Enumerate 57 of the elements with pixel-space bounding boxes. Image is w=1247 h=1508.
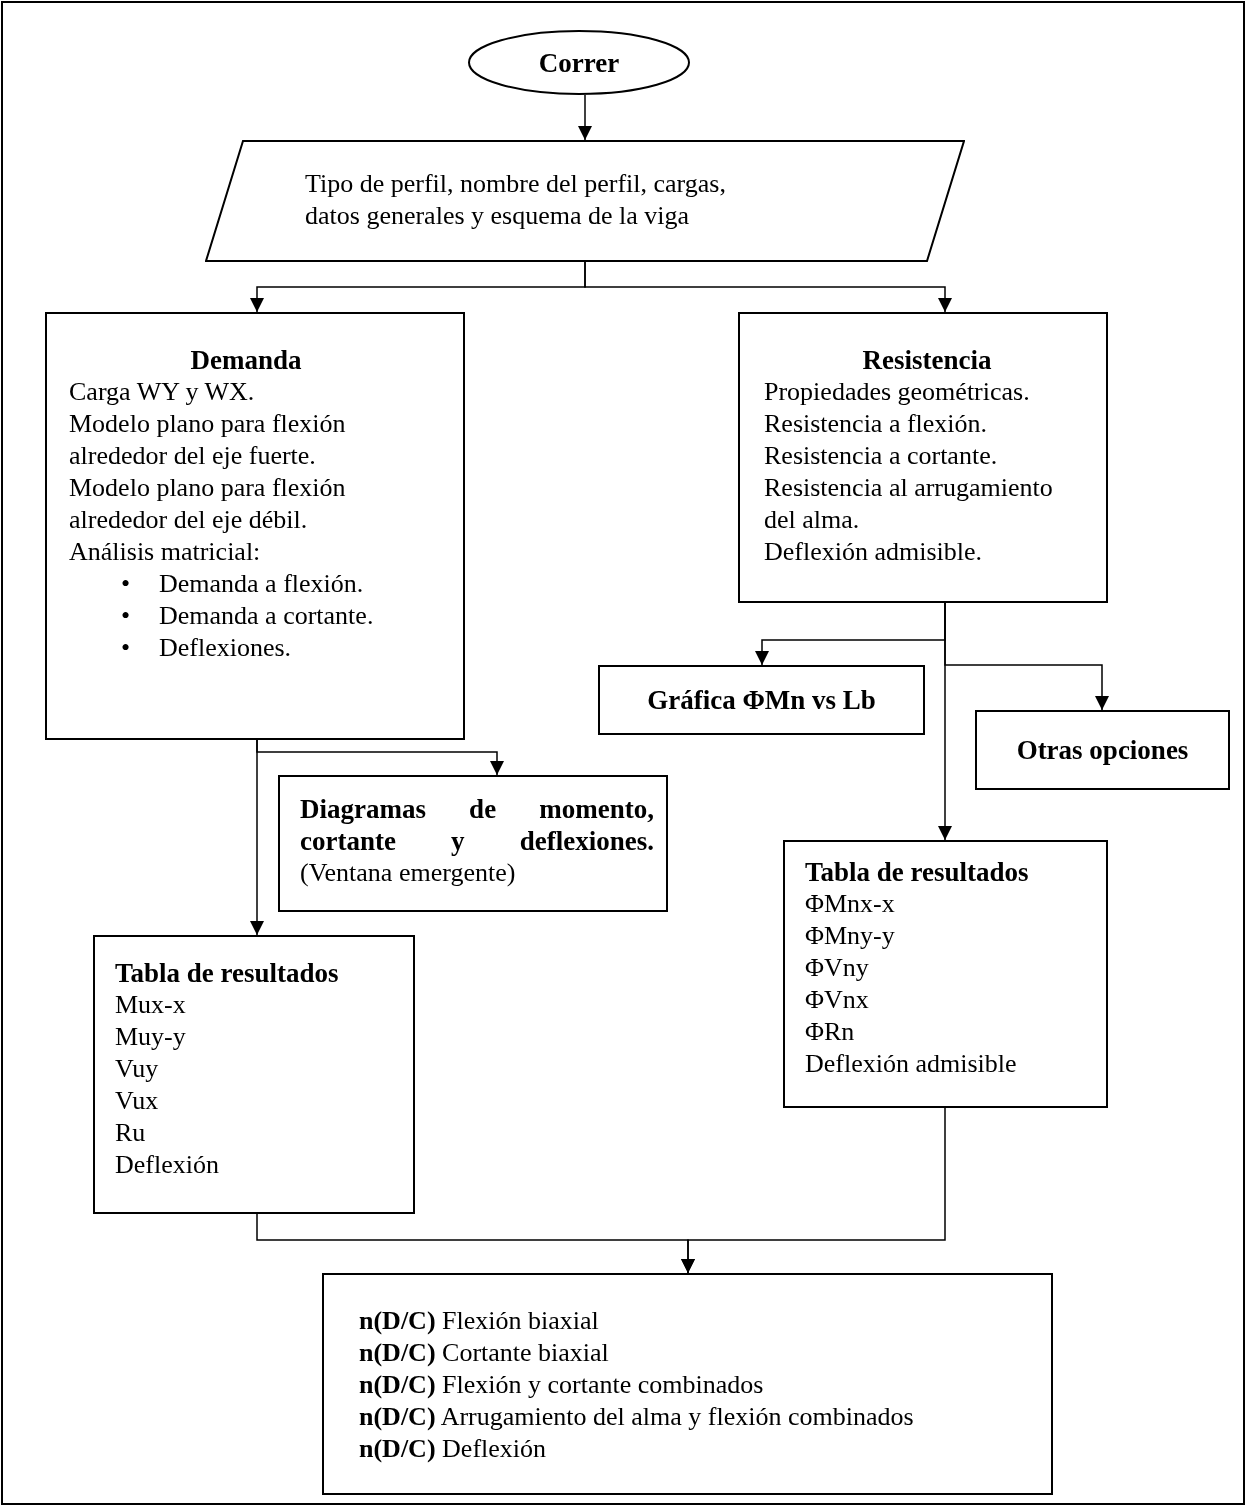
process-box [975,710,1230,790]
input-parallelogram [205,140,965,262]
bullet: • [121,568,132,600]
arrow [584,261,952,313]
box-text: Resistencia al arrugamiento del alma. [764,472,1054,536]
box-text: n(D/C) Deflexión [359,1433,548,1465]
arrow [250,739,264,936]
list-item: Deflexiones. [159,632,292,664]
box-text: Vux [115,1085,160,1117]
box-heading: Gráfica ΦMn vs Lb [647,684,876,716]
box-text: ΦVny [805,952,870,984]
terminal-ellipse [468,30,690,95]
bullet: • [121,600,132,632]
box-heading: Tabla de resultados [805,856,1030,888]
box-text: ΦVnx [805,984,870,1016]
box-text: Propiedades geométricas. [764,376,1031,408]
process-box [93,935,415,1214]
box-text: Ru [115,1117,147,1149]
box-heading: Demanda [189,344,303,376]
box-text: ΦMnx-x [805,888,896,920]
arrow [681,1107,946,1274]
box-text: Vuy [115,1053,160,1085]
box-text: Modelo plano para flexión alrededor del eje fuerte. [69,408,347,472]
box-heading: Otras opciones [1016,734,1189,766]
box-text: Resistencia a cortante. [764,440,999,472]
box-text: Análisis matricial: [69,536,262,568]
process-box [45,312,465,740]
box-text: Carga WY y WX. [69,376,256,408]
box-text: ΦMny-y [805,920,896,952]
box-text: Deflexión [115,1149,220,1181]
process-box [322,1273,1053,1495]
process-box [738,312,1108,603]
box-text: (Ventana emergente) [300,857,517,889]
box-text: Tipo de perfil, nombre del perfil, cargas, datos generales y esquema de la viga [305,168,727,232]
box-text: n(D/C) Flexión biaxial [359,1305,600,1337]
box-text: Deflexión admisible [805,1048,1018,1080]
box-text: n(D/C) Cortante biaxial [359,1337,610,1369]
box-heading: Correr [538,46,620,79]
list-item: Demanda a cortante. [159,600,374,632]
box-text: ΦRn [805,1016,856,1048]
box-heading: Resistencia [861,344,993,376]
process-box [278,775,668,912]
box-text: Modelo plano para flexión alrededor del eje débil. [69,472,347,536]
box-text: Resistencia a flexión. [764,408,989,440]
box-text: n(D/C) Flexión y cortante combinados [359,1369,765,1401]
box-text: Deflexión admisible. [764,536,984,568]
box-text: Muy-y [115,1021,187,1053]
list-item: Demanda a flexión. [159,568,364,600]
process-box [783,840,1108,1108]
box-text: Mux-x [115,989,187,1021]
bullet: • [121,632,132,664]
box-text: n(D/C) Arrugamiento del alma y flexión combinados [359,1401,915,1433]
box-heading: Tabla de resultados [115,957,340,989]
arrow [938,602,952,841]
process-box [598,665,925,735]
box-heading: Diagramas de momento, cortante y deflexiones. [300,793,654,857]
arrow [578,94,592,141]
